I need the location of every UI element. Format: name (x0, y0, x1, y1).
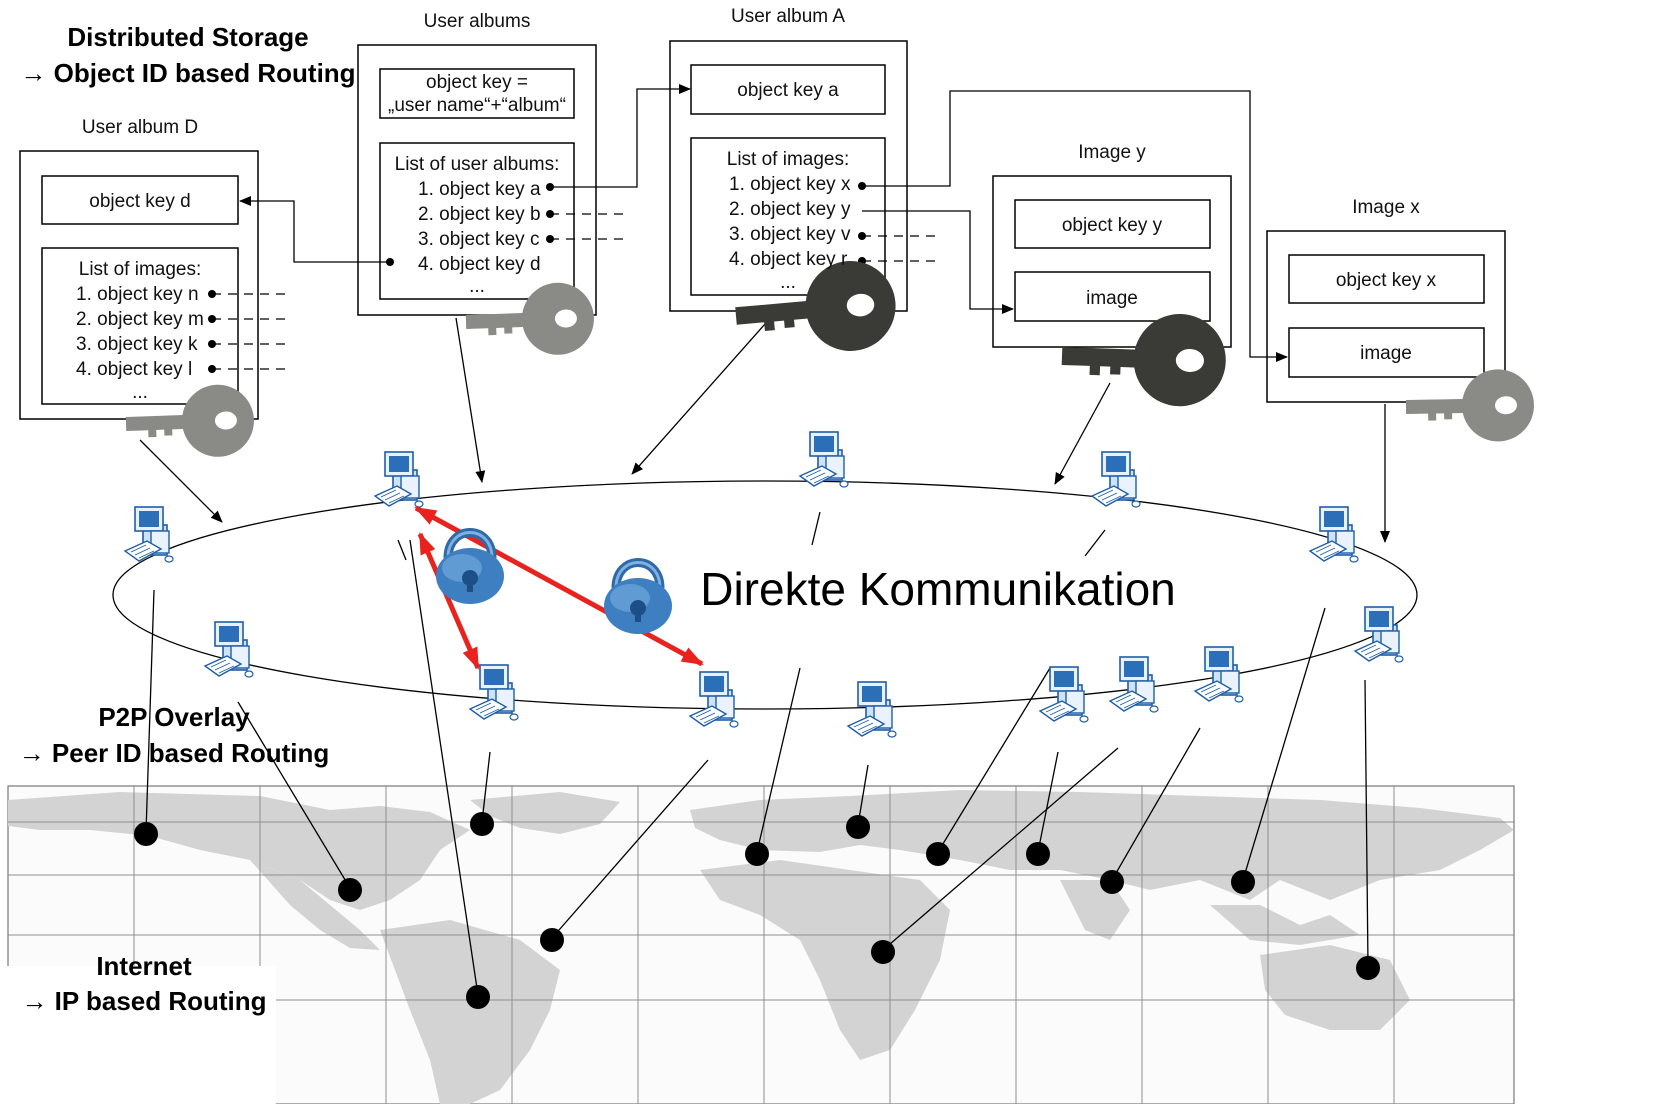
peer-ip-links (145, 511, 1369, 996)
p2p-subtitle: → Peer ID based Routing (19, 738, 330, 768)
user-albums-list-title: List of user albums: (395, 154, 560, 175)
user-album-d (19, 150, 259, 420)
list-item: 2. object key m (76, 309, 204, 330)
padlock-icon (436, 533, 504, 605)
computer-icon (1354, 606, 1404, 663)
computer-icon (124, 506, 174, 563)
image-x (1266, 230, 1506, 403)
user-albums (357, 44, 597, 316)
list-item: 3. object key k (76, 334, 198, 355)
album-a-key: object key a (737, 80, 839, 101)
list-item: 1. object key n (76, 284, 199, 305)
list-more: ... (132, 382, 148, 403)
internet-nodes (134, 812, 1380, 1009)
list-item: 3. object key v (729, 224, 851, 245)
p2p-overlay-ring (112, 480, 1418, 710)
user-albums-key-line1: object key = (426, 72, 528, 93)
computer-icon (847, 681, 897, 738)
image-y-key: object key y (1062, 215, 1163, 236)
list-item: 2. object key b (418, 204, 541, 225)
list-more: ... (780, 272, 796, 293)
unresolved-key-references (212, 213, 940, 370)
internet-title: Internet (96, 951, 192, 981)
album-a-title: User album A (731, 6, 845, 27)
computer-icon (1194, 646, 1244, 703)
key-reference-dots (208, 182, 866, 373)
p2p-title: P2P Overlay (98, 702, 250, 732)
list-item: 4. object key r (729, 249, 848, 270)
image-x-title: Image x (1352, 197, 1420, 218)
box-labels: User album D object key d List of images… (76, 6, 1437, 403)
storage-title: Distributed Storage (67, 22, 308, 52)
storage-peer-arrows (139, 317, 1390, 543)
computer-icon (469, 664, 519, 721)
list-item: 3. object key c (418, 229, 539, 250)
album-a-list-title: List of images: (727, 149, 850, 170)
world-map (0, 785, 1515, 1104)
list-item: 4. object key d (418, 254, 541, 275)
computer-icon (1039, 666, 1089, 723)
album-d-list-title: List of images: (79, 259, 202, 280)
direct-communication-label: Direkte Kommunikation (700, 563, 1176, 615)
list-item: 1. object key x (729, 174, 851, 195)
computer-icon (204, 621, 254, 678)
image-x-key: object key x (1336, 270, 1437, 291)
list-item: 2. object key y (729, 199, 851, 220)
album-d-title: User album D (82, 117, 198, 138)
album-d-key: object key d (89, 191, 190, 212)
internet-subtitle: → IP based Routing (21, 986, 266, 1016)
list-item: 4. object key l (76, 359, 192, 380)
image-y (992, 175, 1232, 348)
list-item: 1. object key a (418, 179, 541, 200)
padlock-icon (604, 563, 672, 635)
list-more: ... (469, 276, 485, 297)
computer-icon (1091, 451, 1141, 508)
image-y-title: Image y (1078, 142, 1146, 163)
image-x-content: image (1360, 343, 1412, 364)
user-albums-key-line2: „user name“+“album“ (388, 95, 566, 116)
computer-icon (689, 671, 739, 728)
section-headings: Distributed Storage → Object ID based Ro… (19, 22, 1176, 1016)
computer-icon (374, 451, 424, 508)
user-albums-title: User albums (424, 11, 531, 32)
storage-subtitle: → Object ID based Routing (20, 58, 355, 88)
user-album-a (669, 40, 908, 312)
computer-icon (1109, 656, 1159, 713)
computer-icon (799, 431, 849, 488)
object-key-references (239, 84, 1288, 362)
image-y-content: image (1086, 288, 1138, 309)
